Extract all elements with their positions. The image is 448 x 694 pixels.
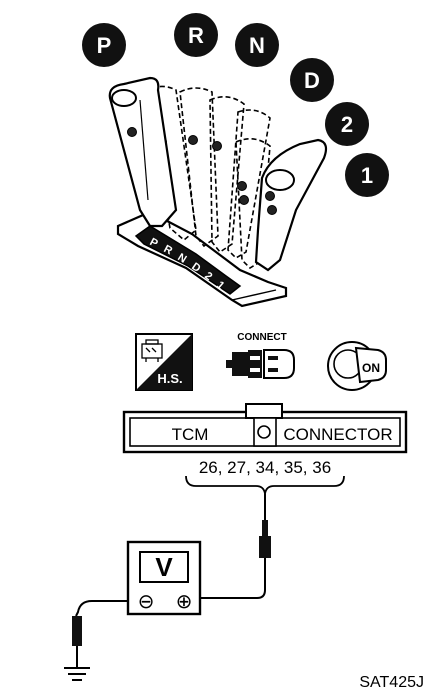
shift-gate-plate: P R N D 2 1 (116, 210, 288, 308)
connect-icon: CONNECT (226, 332, 295, 379)
tcm-connector: TCM CONNECTOR (122, 403, 408, 454)
position-label-r: R (188, 23, 204, 48)
ignition-label: ON (362, 361, 380, 375)
connector-label-connector: CONNECTOR (283, 425, 392, 444)
position-badge-d: D (290, 58, 334, 102)
position-label-2: 2 (341, 112, 353, 137)
position-label-n: N (249, 33, 265, 58)
terminal-callout: 26, 27, 34, 35, 36 (185, 458, 345, 495)
position-badge-r: R (174, 13, 218, 57)
lever-1-position (254, 138, 328, 272)
voltmeter: V ⊖ ⊕ (126, 540, 202, 616)
position-badge-2: 2 (325, 102, 369, 146)
position-label-d: D (304, 68, 320, 93)
connector-label-tcm: TCM (172, 425, 209, 444)
position-label-p: P (97, 33, 112, 58)
ground-wire (72, 600, 140, 668)
lever-p-position (108, 76, 178, 228)
position-label-1: 1 (361, 163, 373, 188)
position-badge-n: N (235, 23, 279, 67)
connect-label: CONNECT (237, 332, 286, 343)
position-badge-1: 1 (345, 153, 389, 197)
connector-plug-icon (226, 349, 295, 379)
ignition-on-icon: ON (327, 341, 387, 391)
figure-code: SAT425J (359, 674, 424, 691)
shift-lever-illustration: P R N D 2 1 (82, 13, 389, 308)
probe-wire (196, 494, 271, 599)
position-badge-p: P (82, 23, 126, 67)
hs-label: H.S. (157, 371, 182, 386)
engine-icon (141, 339, 163, 362)
ignition-key-icon: ON (354, 346, 387, 384)
hot-soak-icon: H.S. (135, 333, 193, 391)
terminal-numbers: 26, 27, 34, 35, 36 (199, 458, 331, 477)
positive-terminal-icon: ⊕ (176, 591, 193, 613)
voltmeter-symbol: V (155, 552, 173, 582)
ground-symbol (64, 667, 90, 681)
lever-bolts (157, 135, 249, 205)
lever-ghost-positions (144, 85, 271, 270)
negative-terminal-icon: ⊖ (138, 591, 155, 613)
position-badges: P R N D 2 1 (82, 13, 389, 197)
